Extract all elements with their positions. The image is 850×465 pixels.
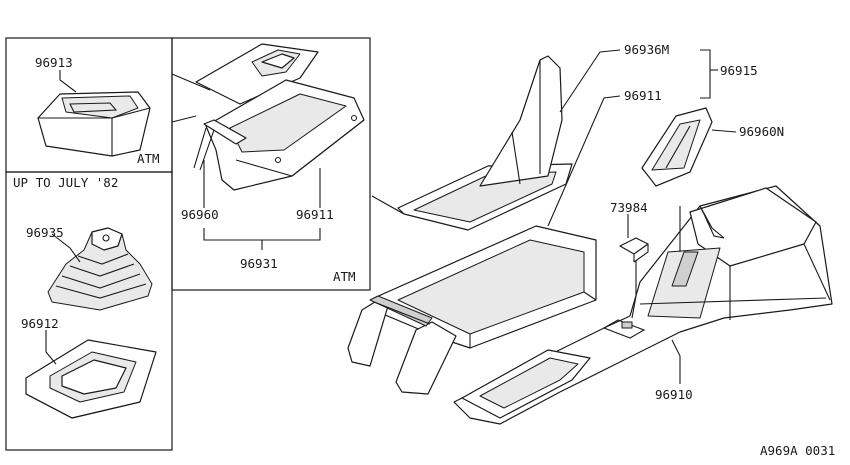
label-96935: 96935	[26, 225, 64, 240]
label-73984: 73984	[610, 200, 648, 215]
inset-box-up-to-july	[5, 171, 173, 451]
part-96911-console-front	[347, 225, 597, 395]
label-96936m: 96936M	[624, 42, 669, 57]
label-96913: 96913	[35, 55, 73, 70]
part-96931-console-atm	[193, 43, 365, 191]
label-96911-inset: 96911	[296, 207, 334, 222]
inset-box-96931	[171, 37, 371, 291]
label-96960: 96960	[181, 207, 219, 222]
part-96913-shift-cover	[37, 91, 151, 157]
label-96911: 96911	[624, 88, 662, 103]
label-96915: 96915	[720, 63, 758, 78]
label-96960n: 96960N	[739, 124, 784, 139]
label-96910: 96910	[655, 387, 693, 402]
label-atm-2: ATM	[333, 269, 356, 284]
part-96910-main-console	[453, 185, 833, 425]
diagram-code: A969A 0031	[760, 443, 835, 458]
label-atm-1: ATM	[137, 151, 160, 166]
part-96935-shift-boot	[47, 227, 153, 311]
leader-lines	[45, 49, 737, 384]
part-96960n-indicator-cover	[641, 107, 713, 187]
part-96912-boot-plate	[25, 339, 157, 419]
label-96912: 96912	[21, 316, 59, 331]
label-up-to-july-82: UP TO JULY '82	[13, 175, 118, 190]
part-96936m-brake-boot	[397, 55, 573, 231]
part-73984-clip	[619, 237, 649, 263]
label-96931: 96931	[240, 256, 278, 271]
